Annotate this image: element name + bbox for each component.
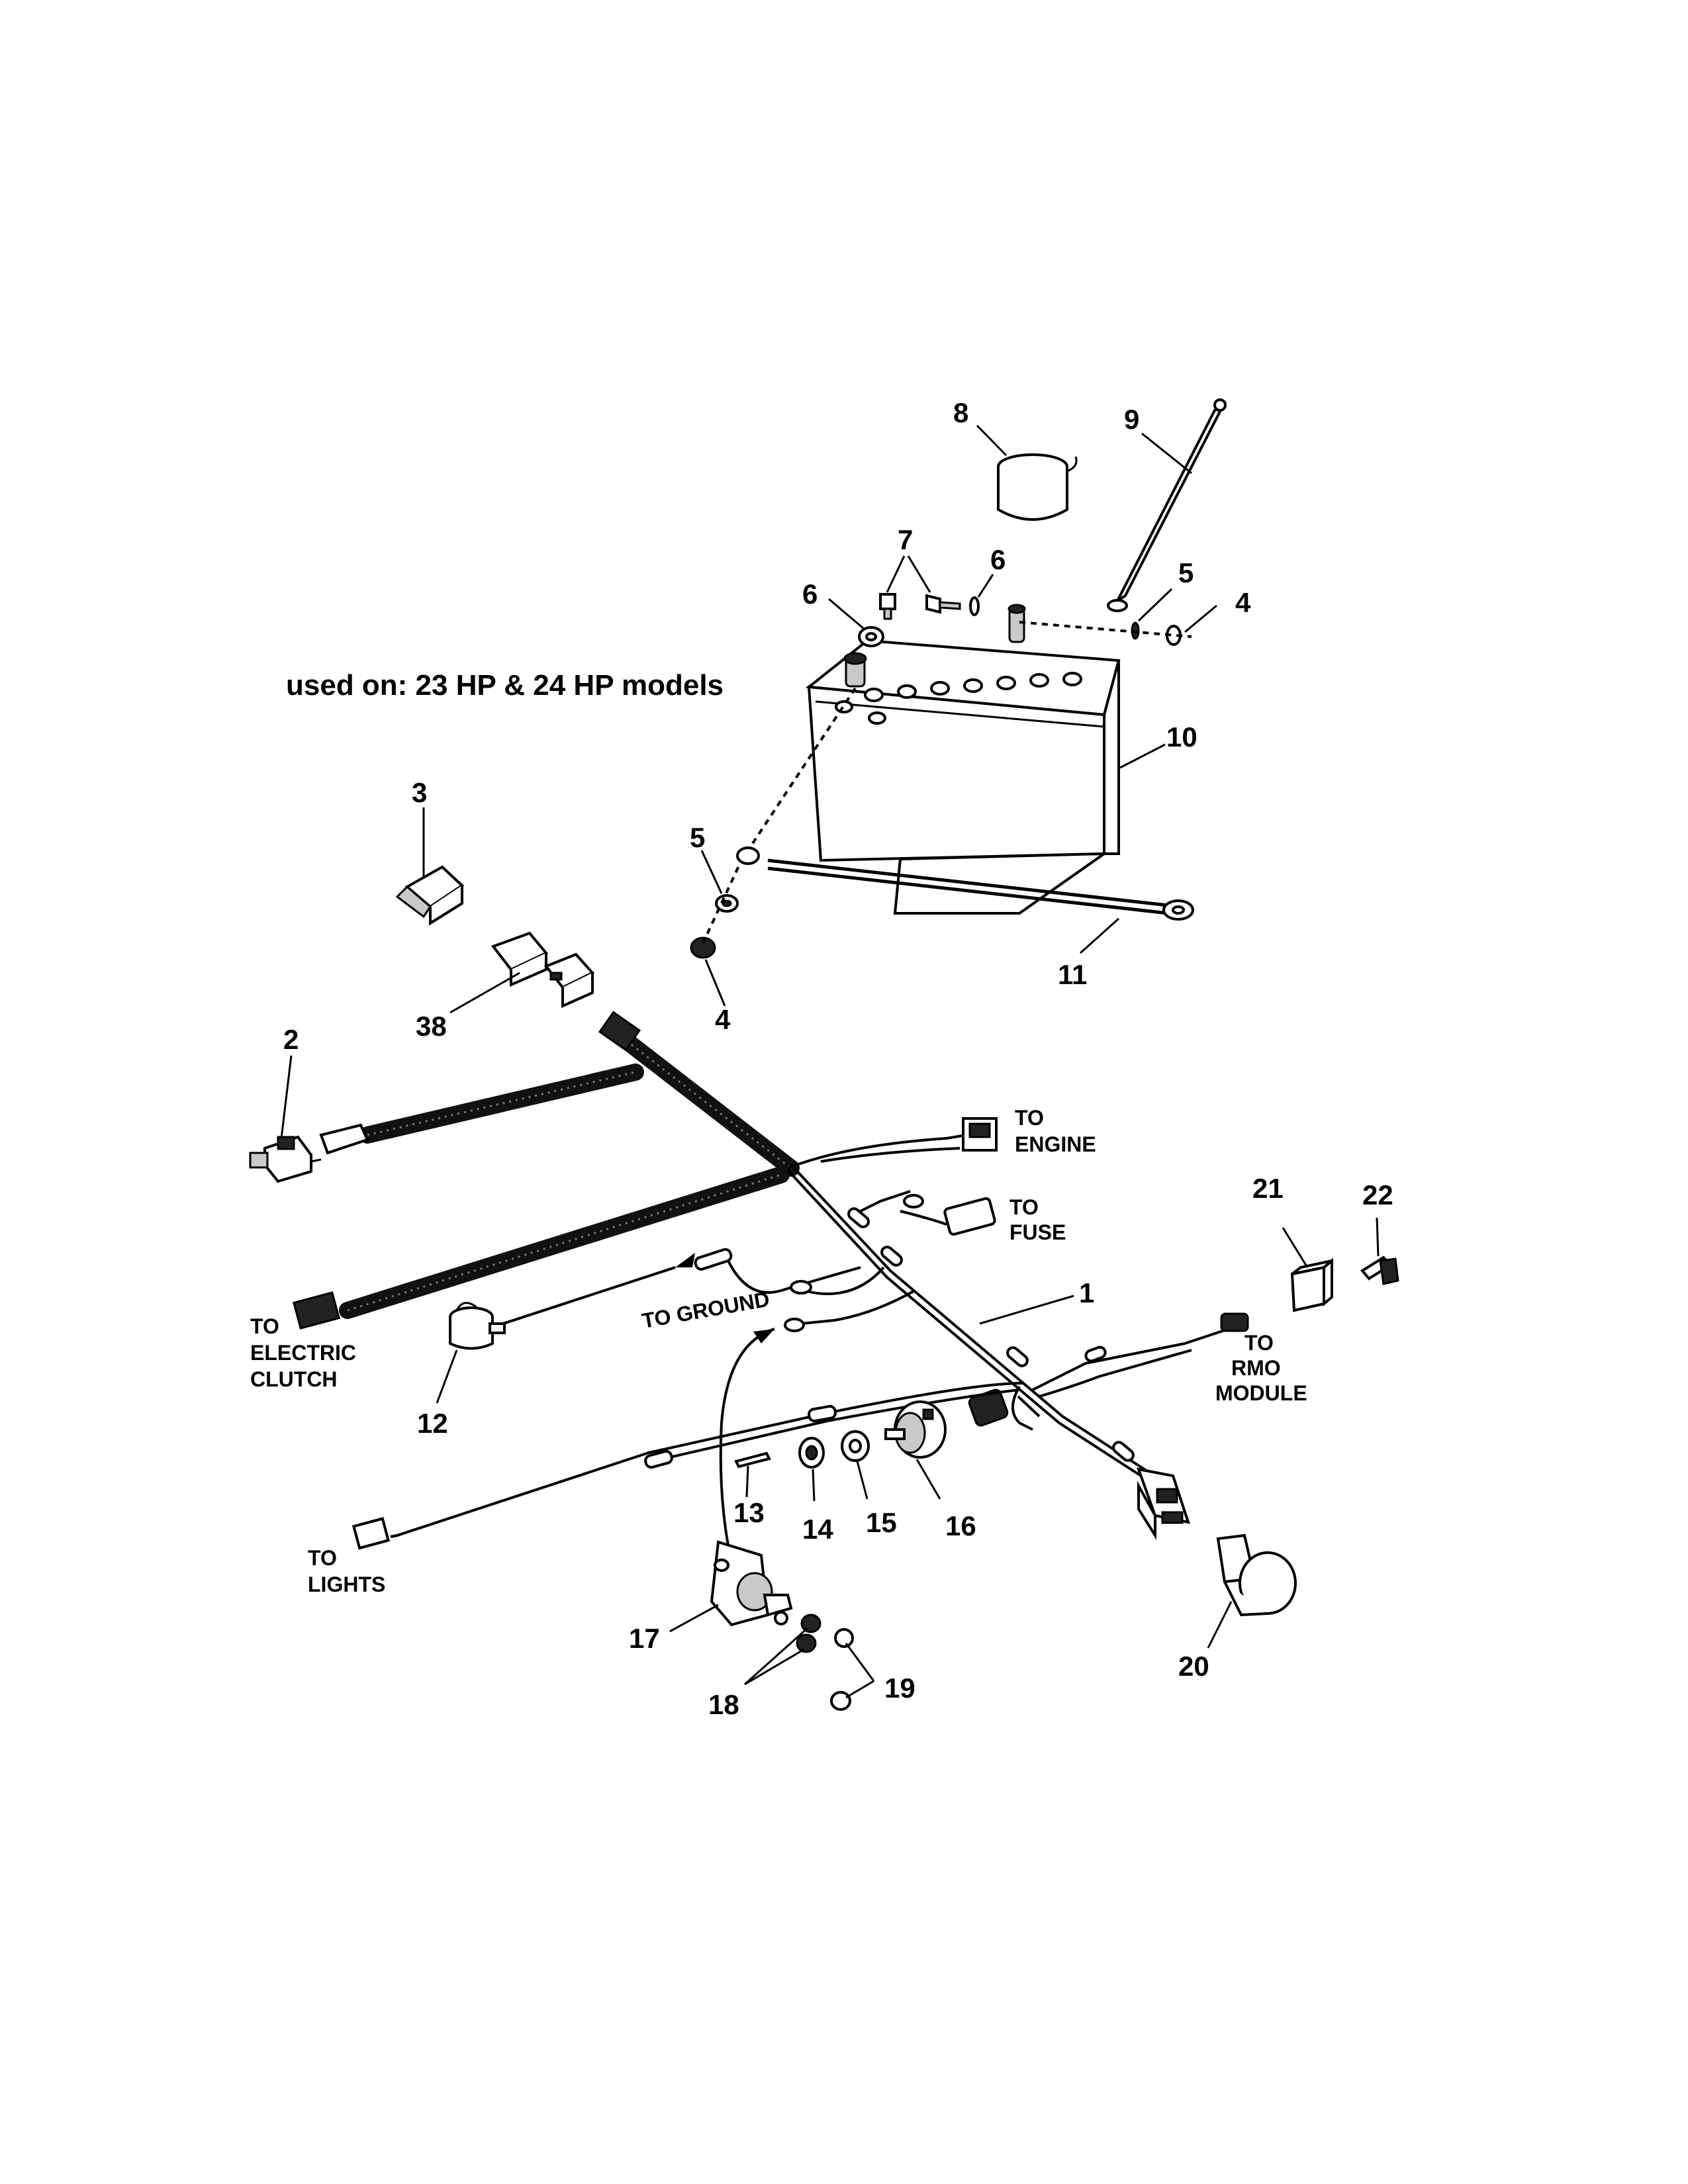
- to-rmo-module-label-line1: TO: [1244, 1331, 1274, 1355]
- key-icon: [734, 1451, 771, 1469]
- interlock-switch-icon: [249, 1135, 322, 1183]
- diagram-subtitle: used on: 23 HP & 24 HP models: [286, 669, 724, 702]
- positive-cable-icon: [1107, 398, 1227, 612]
- ignition-key-icon: [1360, 1255, 1399, 1285]
- callout-13: 13: [733, 1497, 765, 1528]
- callout-21: 21: [1252, 1173, 1284, 1204]
- solenoid-nuts: [796, 1614, 854, 1711]
- callout-20: 20: [1178, 1651, 1209, 1682]
- callout-3: 3: [412, 777, 427, 808]
- to-engine-label-line2: ENGINE: [1015, 1132, 1096, 1156]
- callout-2: 2: [283, 1024, 299, 1055]
- callout-5-lower: 5: [690, 822, 705, 853]
- callout-11: 11: [1058, 959, 1087, 990]
- to-lights-label-line2: LIGHTS: [308, 1572, 385, 1596]
- callout-12: 12: [417, 1408, 448, 1439]
- callout-8: 8: [953, 397, 968, 428]
- callout-9: 9: [1124, 404, 1139, 435]
- callout-17: 17: [629, 1623, 660, 1654]
- push-button-icon: [1216, 1533, 1297, 1617]
- to-electric-clutch-label-line3: CLUTCH: [250, 1367, 338, 1391]
- ignition-switch-icon: [884, 1400, 947, 1459]
- callout-38: 38: [416, 1011, 447, 1042]
- leader-lines: [280, 424, 1380, 1699]
- to-fuse-label-line2: FUSE: [1009, 1220, 1066, 1244]
- clutch-icon: [449, 1302, 506, 1350]
- to-electric-clutch-label-line1: TO: [250, 1314, 279, 1338]
- callout-10: 10: [1166, 721, 1197, 752]
- callout-18: 18: [708, 1689, 739, 1720]
- clip-icon: [395, 865, 465, 926]
- washer-icon: [841, 1430, 870, 1462]
- battery-icon: [805, 604, 1121, 915]
- to-electric-clutch-label-line2: ELECTRIC: [250, 1341, 356, 1365]
- callout-14: 14: [802, 1514, 833, 1545]
- to-rmo-module-label-line3: MODULE: [1215, 1381, 1307, 1405]
- to-fuse-label-line1: TO: [1009, 1195, 1039, 1219]
- to-rmo-module-label-line2: RMO: [1231, 1356, 1281, 1380]
- callout-4-right: 4: [1235, 587, 1251, 618]
- callout-4-lower: 4: [715, 1004, 731, 1035]
- callout-labels: 8 9 7 6 6 5 4 10 11 5 4 3 38 2 1 12 13 1…: [283, 397, 1393, 1720]
- to-ground-label: TO GROUND: [640, 1287, 771, 1333]
- callout-1: 1: [1079, 1277, 1094, 1308]
- solenoid-icon: [710, 1540, 793, 1627]
- to-lights-label-line1: TO: [308, 1546, 337, 1570]
- callout-6-left: 6: [802, 578, 818, 610]
- callout-5-right: 5: [1178, 557, 1194, 588]
- to-engine-label-line1: TO: [1015, 1106, 1044, 1130]
- callout-15: 15: [866, 1507, 897, 1538]
- terminal-cover-icon: [997, 453, 1078, 521]
- callout-16: 16: [945, 1510, 976, 1541]
- wire-harness-icon: [293, 1011, 1249, 1550]
- callout-7: 7: [898, 524, 913, 555]
- callout-19: 19: [884, 1672, 915, 1704]
- ground-cable-icon: [736, 846, 1194, 921]
- nut-icon: [798, 1437, 825, 1469]
- connector-icon: [491, 931, 595, 1009]
- callout-6-right: 6: [990, 544, 1006, 575]
- rmo-module-icon: [1290, 1257, 1333, 1312]
- callout-22: 22: [1362, 1179, 1393, 1210]
